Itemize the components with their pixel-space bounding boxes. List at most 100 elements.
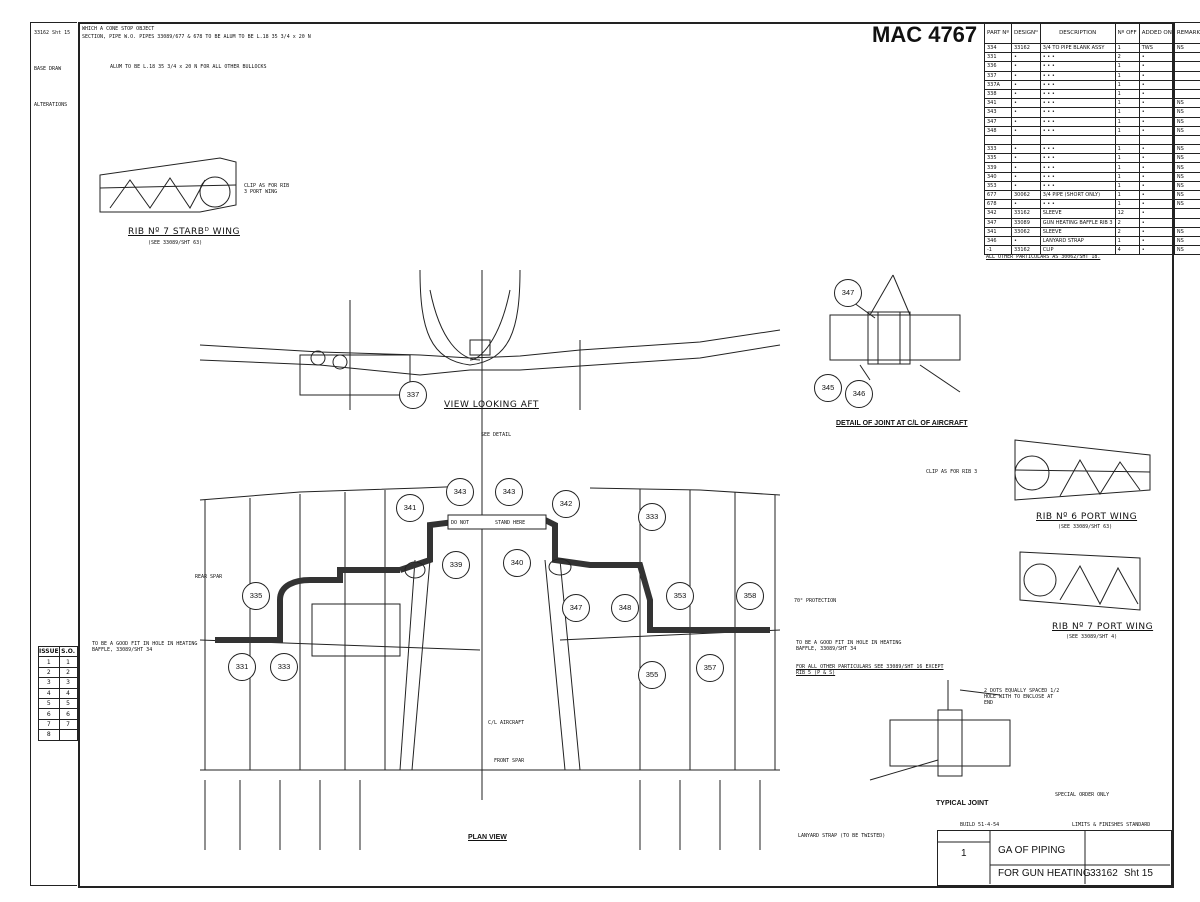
parts-cell bbox=[1173, 217, 1200, 228]
top-note-1: WHICH A CONE STOP OBJECT bbox=[82, 26, 155, 32]
view-looking-aft bbox=[199, 269, 781, 800]
detail-joint-label: DETAIL OF JOINT AT C/L OF AIRCRAFT bbox=[836, 420, 968, 427]
issue-row: 8 bbox=[38, 729, 78, 741]
rib7-starb-label: RIB Nº 7 STARBᴰ WING bbox=[128, 227, 240, 237]
rib6-port-ref: (SEE 33089/SHT 63) bbox=[1058, 524, 1113, 530]
sheet-number: Sht 15 bbox=[1124, 868, 1153, 879]
top-note-2: SECTION, PIPE W.O. PIPES 33089/677 & 678… bbox=[82, 34, 311, 40]
parts-row: 348•• • •1•NS bbox=[984, 125, 1200, 136]
clip-rib3-label: CLIP AS FOR RIB 3 bbox=[926, 469, 978, 475]
title-block bbox=[937, 830, 1172, 886]
parts-cell bbox=[1173, 134, 1200, 146]
parts-cell: 334 bbox=[984, 42, 1012, 54]
rear-spar-label: REAR SPAR bbox=[195, 574, 223, 580]
rib7-port-ref: (SEE 33089/SHT 4) bbox=[1066, 634, 1118, 640]
typical-joint-label: TYPICAL JOINT bbox=[936, 800, 989, 807]
parts-cell: • bbox=[1138, 208, 1175, 219]
parts-cell bbox=[984, 134, 1012, 146]
callout-346: 346 bbox=[845, 380, 873, 408]
parts-cell: 348 bbox=[984, 125, 1012, 136]
parts-cell: 1 bbox=[1114, 189, 1140, 201]
detail-joint-drawing bbox=[829, 274, 961, 393]
margin-base: BASE DRAW bbox=[34, 66, 62, 72]
parts-cell bbox=[1173, 208, 1200, 219]
callout-341: 341 bbox=[396, 494, 424, 522]
margin-sheet-ref: 33162 Sht 15 bbox=[34, 30, 71, 36]
rib6-port-label: RIB Nº 6 PORT WING bbox=[1036, 512, 1138, 522]
parts-cell: NS bbox=[1173, 162, 1200, 173]
parts-row: 335•• • •1•NS bbox=[984, 153, 1200, 164]
parts-cell: NS bbox=[1173, 226, 1200, 237]
rib7-starb-drawing bbox=[99, 157, 237, 213]
callout-358: 358 bbox=[736, 582, 764, 610]
parts-cell: 1 bbox=[1114, 162, 1140, 173]
parts-cell: • bbox=[1138, 199, 1175, 210]
parts-cell: • bbox=[1138, 226, 1175, 237]
parts-cell bbox=[1138, 134, 1175, 146]
parts-cell: 1 bbox=[1114, 171, 1140, 182]
parts-cell: NS bbox=[1173, 144, 1200, 155]
protection-label: 70° PROTECTION bbox=[794, 598, 837, 604]
drawing-number: 33162 bbox=[1090, 868, 1118, 879]
good-fit-right: TO BE A GOOD FIT IN HOLE IN HEATING BAFF… bbox=[796, 640, 902, 652]
parts-row: 339•• • •1•NS bbox=[984, 162, 1200, 173]
clip-rib3-starb: CLIP AS FOR RIB 3 PORT WING bbox=[244, 183, 290, 195]
parts-cell: 2 bbox=[1114, 217, 1140, 228]
plan-view-drawing bbox=[199, 485, 781, 850]
rib7-starb-ref: (SEE 33089/SHT 63) bbox=[148, 240, 203, 246]
revision-strip bbox=[30, 22, 77, 886]
parts-row: 678•• • •1•NS bbox=[984, 199, 1200, 210]
build-label: BUILD 51-4-54 bbox=[960, 822, 1000, 828]
parts-cell: 340 bbox=[984, 171, 1012, 182]
parts-cell: • bbox=[1138, 245, 1175, 256]
drawing-border bbox=[78, 22, 1174, 888]
plan-view-label: PLAN VIEW bbox=[468, 834, 507, 841]
parts-cell: NS bbox=[1173, 153, 1200, 164]
frame-note: SEE DETAIL bbox=[481, 432, 512, 438]
parts-cell: NS bbox=[1173, 42, 1200, 54]
parts-cell: 678 bbox=[984, 199, 1012, 210]
callout-339: 339 bbox=[442, 551, 470, 579]
so-cell bbox=[58, 729, 78, 741]
parts-cell: NS bbox=[1173, 189, 1200, 201]
parts-table: PART Nº DESIGNᴺ DESCRIPTION Nº OFF ADDED… bbox=[984, 22, 1200, 256]
parts-cell: 2 bbox=[1114, 52, 1140, 63]
parts-cell: • bbox=[1138, 52, 1175, 63]
parts-cell: 2 bbox=[1114, 226, 1140, 237]
parts-cell: 1 bbox=[1114, 153, 1140, 164]
revision-box: 1 bbox=[961, 848, 967, 859]
rib7-port-drawing bbox=[1019, 551, 1141, 611]
parts-cell: 1 bbox=[1114, 199, 1140, 210]
parts-cell: 677 bbox=[984, 189, 1012, 201]
parts-cell: 1 bbox=[1114, 42, 1140, 54]
parts-row: 353•• • •1•NS bbox=[984, 180, 1200, 192]
parts-row: 340•• • •1•NS bbox=[984, 171, 1200, 182]
parts-cell: NS bbox=[1173, 171, 1200, 182]
parts-cell bbox=[1114, 134, 1140, 146]
callout-357: 357 bbox=[696, 654, 724, 682]
parts-row: 333•• • •1•NS bbox=[984, 144, 1200, 155]
parts-cell: NS bbox=[1173, 245, 1200, 256]
callout-340: 340 bbox=[503, 549, 531, 577]
callout-355: 355 bbox=[638, 661, 666, 689]
parts-cell: 346 bbox=[984, 235, 1012, 247]
callout-342: 342 bbox=[552, 490, 580, 518]
parts-cell: 12 bbox=[1114, 208, 1140, 219]
lanyard-note: LANYARD STRAP (TO BE TWISTED) bbox=[798, 833, 886, 839]
top-note-3: ALUM TO BE L.18 35 3/4 x 20 N FOR ALL OT… bbox=[110, 64, 267, 70]
parts-cell: 347 bbox=[984, 217, 1012, 228]
drawing-id: MAC 4767 bbox=[872, 22, 978, 47]
special-order-label: SPECIAL ORDER ONLY bbox=[1055, 792, 1110, 798]
parts-cell: • bbox=[1138, 153, 1175, 164]
parts-cell: • bbox=[1138, 162, 1175, 173]
callout-348: 348 bbox=[611, 594, 639, 622]
